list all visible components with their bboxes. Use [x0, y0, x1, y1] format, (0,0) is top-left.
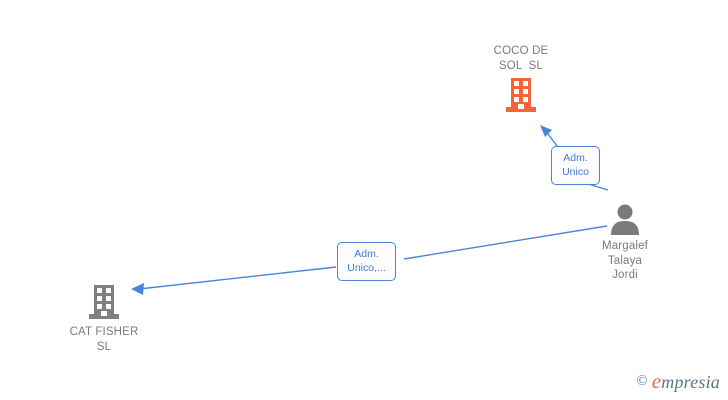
arrowhead-icon — [131, 283, 144, 295]
chip-adm-unico-coco[interactable]: Adm. Unico — [551, 146, 600, 185]
chip-adm-unico-cat[interactable]: Adm. Unico,... — [337, 242, 396, 281]
edge-line-right — [403, 225, 608, 260]
arrowhead-icon — [540, 125, 552, 137]
copyright-icon: © — [636, 373, 648, 389]
node-cat-fisher-sl[interactable]: CAT FISHER SL — [54, 283, 154, 354]
empresia-watermark: © empresia — [636, 369, 720, 394]
node-label-cat-fisher-sl: CAT FISHER SL — [69, 326, 139, 353]
brand-initial: e — [651, 369, 662, 393]
node-margalef-talaya-jordi[interactable]: Margalef Talaya Jordi — [575, 203, 675, 283]
node-coco-de-sol-sl[interactable]: COCO DE SOL SL — [471, 44, 571, 114]
brand-rest: mpresia — [661, 372, 720, 392]
node-label-margalef-talaya-jordi: Margalef Talaya Jordi — [602, 240, 648, 281]
building-icon — [506, 78, 536, 112]
brand-name: empresia — [652, 369, 720, 394]
building-icon — [89, 285, 119, 319]
edge-line-left — [138, 266, 337, 290]
person-icon — [611, 204, 639, 235]
edge-person-to-cat-fisher — [131, 225, 608, 295]
node-label-coco-de-sol-sl: COCO DE SOL SL — [493, 45, 549, 72]
